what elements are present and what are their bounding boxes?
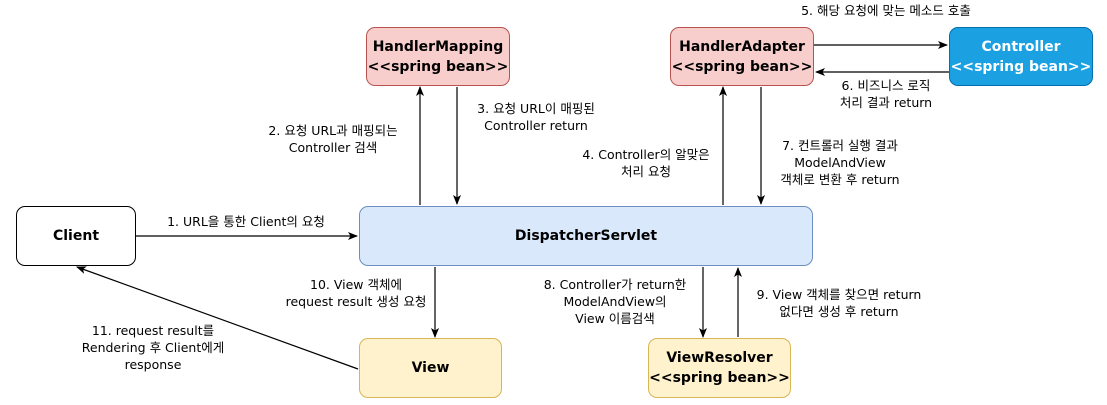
step-11-label: 11. request result를 Rendering 후 Client에게… (81, 323, 225, 372)
handler-mapping-node: HandlerMapping <<spring bean>> (366, 27, 510, 86)
step-4-label: 4. Controller의 알맞은 처리 요청 (582, 147, 710, 179)
handler-mapping-stereotype: <<spring bean>> (367, 58, 509, 75)
step-9-label: 9. View 객체를 찾으면 return 없다면 생성 후 return (756, 287, 922, 319)
dispatcher-servlet-node: DispatcherServlet (359, 206, 813, 266)
client-node: Client (16, 206, 136, 266)
step-6-label: 6. 비즈니스 로직 처리 결과 return (839, 78, 933, 110)
arrow-11-view-to-client (76, 266, 359, 370)
dispatcher-servlet-label: DispatcherServlet (514, 228, 658, 244)
client-label: Client (52, 228, 100, 244)
handler-adapter-stereotype: <<spring bean>> (671, 58, 813, 75)
view-resolver-stereotype: <<spring bean>> (649, 370, 790, 386)
handler-mapping-label: HandlerMapping (372, 38, 504, 55)
step-3-label: 3. 요청 URL이 매핑된 Controller return (477, 101, 595, 133)
controller-stereotype: <<spring bean>> (950, 58, 1092, 75)
handler-adapter-node: HandlerAdapter <<spring bean>> (670, 27, 814, 86)
controller-label: Controller (981, 38, 1061, 55)
step-8-label: 8. Controller가 return한 ModelAndView의 Vie… (543, 277, 687, 326)
view-resolver-label: ViewResolver (666, 350, 773, 366)
view-label: View (411, 360, 450, 376)
controller-node: Controller <<spring bean>> (949, 27, 1093, 86)
step-5-label: 5. 해당 요청에 맞는 메소드 호출 (801, 3, 971, 18)
view-resolver-node: ViewResolver <<spring bean>> (648, 338, 791, 398)
handler-adapter-label: HandlerAdapter (679, 38, 805, 55)
view-node: View (359, 338, 502, 398)
step-10-label: 10. View 객체에 request result 생성 요청 (285, 277, 427, 309)
step-1-label: 1. URL을 통한 Client의 요청 (167, 214, 325, 229)
step-7-label: 7. 컨트롤러 실행 결과 ModelAndView 객체로 변환 후 retu… (780, 138, 900, 187)
step-2-label: 2. 요청 URL과 매핑되는 Controller 검색 (268, 123, 398, 155)
